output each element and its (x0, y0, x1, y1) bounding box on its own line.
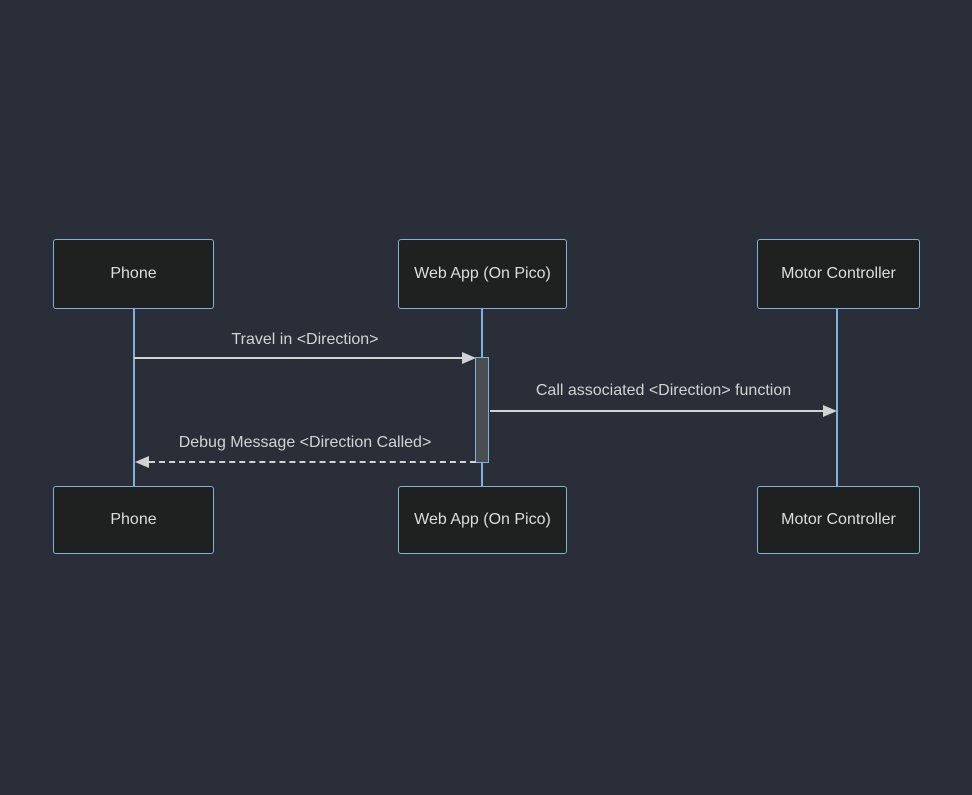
actor-box-motor-bottom: Motor Controller (757, 486, 920, 554)
message-label-call-function: Call associated <Direction> function (535, 382, 792, 399)
actor-box-phone-bottom: Phone (53, 486, 214, 554)
lifeline-phone (133, 309, 135, 486)
message-line-travel (134, 357, 462, 359)
actor-label-webapp: Web App (On Pico) (414, 511, 551, 528)
actor-label-motor: Motor Controller (781, 511, 896, 528)
lifeline-motor (836, 309, 838, 486)
actor-label-phone: Phone (110, 511, 157, 528)
arrowhead-right-icon (462, 352, 476, 364)
actor-box-motor-top: Motor Controller (757, 239, 920, 309)
actor-label-webapp: Web App (On Pico) (414, 265, 551, 282)
activation-bar-webapp (475, 357, 489, 463)
message-label-travel: Travel in <Direction> (231, 331, 379, 348)
message-line-debug-dashed (149, 461, 476, 463)
actor-label-motor: Motor Controller (781, 265, 896, 282)
arrowhead-right-icon (823, 405, 837, 417)
message-line-call-function (490, 410, 823, 412)
actor-label-phone: Phone (110, 265, 157, 282)
actor-box-webapp-bottom: Web App (On Pico) (398, 486, 567, 554)
message-label-debug: Debug Message <Direction Called> (178, 434, 432, 451)
actor-box-phone-top: Phone (53, 239, 214, 309)
arrowhead-left-icon (135, 456, 149, 468)
actor-box-webapp-top: Web App (On Pico) (398, 239, 567, 309)
